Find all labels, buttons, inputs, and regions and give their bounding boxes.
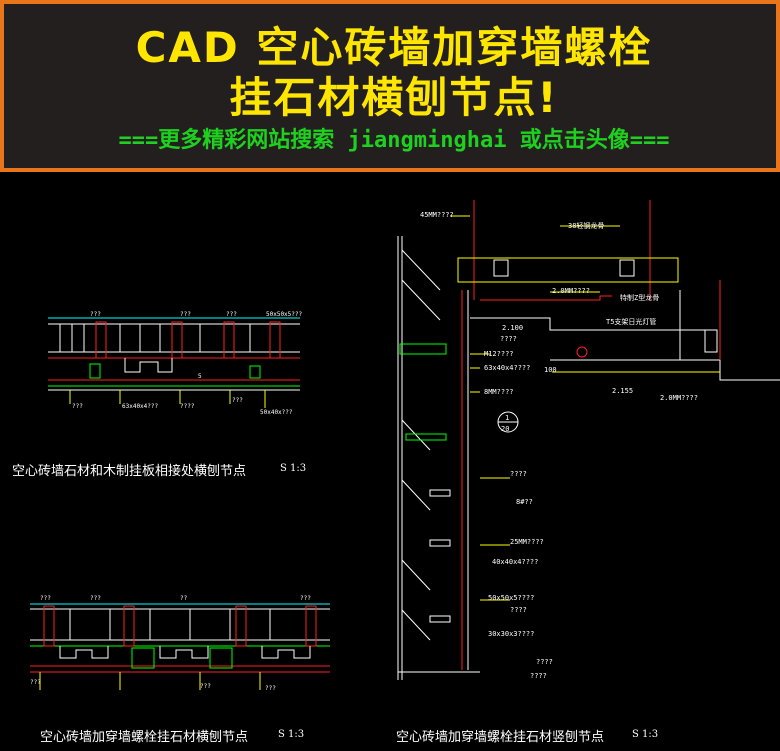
annotation-q4: ????: [536, 658, 553, 666]
detail-top-left: ?????? ??? 50x50x5??? ??? 63x40x4??? ?????…: [48, 311, 303, 416]
svg-text:63x40x4???: 63x40x4???: [122, 403, 159, 410]
svg-text:???: ???: [232, 397, 243, 404]
annotation-8: 8#??: [516, 498, 533, 506]
caption-bottom-left: 空心砖墙加穿墙螺栓挂石材横刨节点: [40, 730, 249, 745]
detail-sheet: 20: [501, 425, 509, 433]
annotation-z-keel: 特制Z型龙骨: [620, 293, 659, 302]
svg-text:???: ???: [30, 679, 41, 686]
dim-100: 100: [544, 366, 557, 374]
annotation-2mm-b: 2.0MM????: [660, 394, 698, 402]
svg-text:???: ???: [40, 595, 51, 602]
annotation-2mm-a: 2.0MM????: [552, 287, 590, 295]
dim-2100: 2.100: [502, 324, 523, 332]
svg-text:5: 5: [198, 373, 202, 380]
svg-text:50x40x???: 50x40x???: [260, 409, 293, 416]
annotation-45mm: 45MM????: [420, 211, 454, 219]
annotation-8mm: 8MM????: [484, 388, 514, 396]
annotation-q3: ????: [510, 606, 527, 614]
annotation-25mm: 25MM????: [510, 538, 544, 546]
svg-text:???: ???: [226, 311, 237, 318]
svg-text:??: ??: [180, 595, 188, 602]
annotation-q5: ????: [530, 672, 547, 680]
caption-bottom-right: 空心砖墙加穿墙螺栓挂石材竖刨节点: [396, 730, 605, 745]
banner-title-line1: CAD 空心砖墙加穿墙螺栓: [135, 23, 653, 72]
detail-bottom-left: ?????? ????? ?????? ???: [30, 595, 330, 692]
annotation-30x30: 30x30x3????: [488, 630, 534, 638]
cad-drawing-canvas: ?????? ??? 50x50x5??? ??? 63x40x4??? ?????…: [30, 200, 780, 692]
scale-bottom-right: S 1:3: [632, 729, 659, 740]
dim-2155: 2.155: [612, 387, 633, 395]
banner-subline: ===更多精彩网站搜索 jiangminghai 或点击头像===: [118, 128, 670, 153]
svg-text:???: ???: [90, 595, 101, 602]
caption-top-left: 空心砖墙石材和木制挂板相接处横刨节点: [12, 464, 247, 479]
title-banner: CAD 空心砖墙加穿墙螺栓 挂石材横刨节点! ===更多精彩网站搜索 jiang…: [0, 0, 780, 172]
annotation-t5-lamp: T5支架日光灯管: [606, 317, 656, 326]
svg-text:???: ???: [300, 595, 311, 602]
annotation-40x40: 40x40x4????: [492, 558, 538, 566]
svg-text:???: ???: [180, 311, 191, 318]
svg-text:????: ????: [180, 403, 195, 410]
svg-text:???: ???: [90, 311, 101, 318]
annotation-q2: ????: [510, 470, 527, 478]
banner-title-line2: 挂石材横刨节点!: [229, 73, 559, 122]
annotation-63x40: 63x40x4????: [484, 364, 530, 372]
annotation-q1: ????: [500, 335, 517, 343]
annotation-38-keel: 38轻钢龙骨: [568, 221, 604, 230]
detail-right: 45MM???? 38轻钢龙骨 2.0MM???? 特制Z型龙骨 T5支架日光灯…: [397, 200, 780, 680]
scale-bottom-left: S 1:3: [278, 729, 305, 740]
scale-top-left: S 1:3: [280, 463, 307, 474]
svg-text:50x50x5???: 50x50x5???: [266, 311, 303, 318]
annotation-50x50: 50x50x5????: [488, 594, 534, 602]
detail-number: 1: [505, 414, 509, 422]
svg-text:???: ???: [200, 683, 211, 690]
annotation-m12: M12????: [484, 350, 514, 358]
svg-text:???: ???: [72, 403, 83, 410]
svg-text:???: ???: [265, 685, 276, 692]
